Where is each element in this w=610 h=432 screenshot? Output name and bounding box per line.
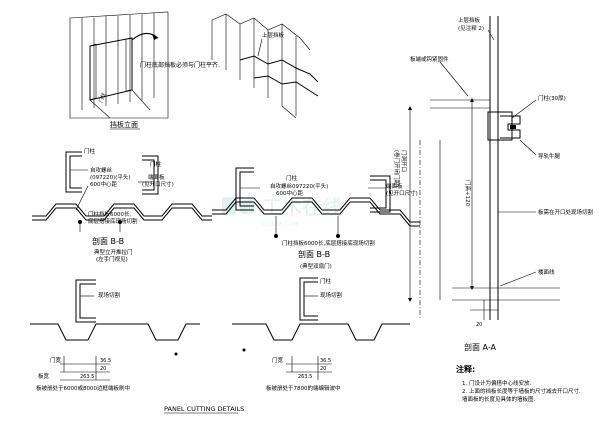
detail-mid-note: 板被册处于7800的端编辑波中: [266, 384, 341, 392]
detail-mid-dim1: 36.5: [320, 358, 331, 364]
aa-dim-opening2: (卷门开闭门距): [393, 150, 401, 187]
isometric-upper-panel-view: [211, 13, 319, 119]
aa-caption: 剖面 A-A: [464, 342, 497, 352]
notes-item-2: 2. 上面的挡板长度等于墙板的尺寸减去开口尺寸.: [462, 387, 581, 395]
bb-mid-caption: 剖面 B-B: [298, 249, 330, 259]
aa-label-guide: 导轨牛腿: [538, 152, 561, 160]
bb-mid-fix: 门柱挡板6000长,底层搭接底现场切割: [282, 239, 375, 247]
bb-mid-plate1: 端面板: [386, 182, 403, 190]
bb-mid-screw1: 自攻螺丝097220(平头): [270, 182, 328, 190]
bb-left-fix2: 底层搭接底现场切割: [88, 217, 138, 225]
detail-mid-gap: 门宽: [272, 356, 284, 364]
detail-mid-post: 门柱: [320, 277, 332, 285]
aa-label-clip: 板端或钩紧固件: [410, 55, 449, 63]
detail-mid-dim3: 263.5: [298, 374, 312, 380]
bb-left-screw1: 自攻螺丝: [90, 166, 113, 174]
bb-left-plate2: (见开口尺寸): [142, 180, 174, 188]
section-b-b-mid: [212, 167, 420, 238]
section-a-a: [408, 16, 560, 320]
isometric-panel-view: [69, 11, 169, 119]
detail-left-gap: 门宽: [50, 356, 62, 364]
detail-cutting-mid: [232, 277, 410, 380]
detail-cutting-left: [30, 279, 200, 381]
detail-left-dim2: 20: [100, 366, 106, 372]
bb-mid-plate2: (见开口尺寸): [386, 189, 418, 197]
iso-mark: 门柱: [97, 92, 107, 104]
bb-left-sub2: (左手门视见): [96, 255, 128, 263]
detail-mid-dim2: 20: [320, 366, 326, 372]
bb-left-caption: 剖面 B-B: [92, 236, 124, 246]
bb-left-post-right: 门柱: [150, 160, 162, 168]
svg-text:工木在线: 工木在线: [262, 195, 342, 219]
notes-item-3: 墙面板的长度见具体的墙板图.: [462, 395, 536, 403]
detail-mid-label: 现场切割: [320, 291, 343, 299]
detail-left-label: 现场切割: [98, 291, 121, 299]
detail-left-dim3: 263.5: [80, 374, 94, 380]
notes-heading: 注释:: [456, 364, 475, 374]
aa-label-floor: 楼面线: [538, 268, 555, 276]
bb-left-plate1: 端面板: [148, 173, 165, 181]
bb-left-screw3: 600中心距: [90, 180, 117, 188]
aa-label-cut: 板需在开口处现场切割: [538, 208, 594, 216]
aa-dim-bottom: 20: [476, 322, 482, 328]
aa-label-top2: (见注释 2): [458, 24, 484, 32]
bb-left-screw2: (097220)(平头): [90, 173, 131, 181]
detail-left-dim1: 36.5: [100, 358, 111, 364]
notes-item-1: 1. 门设计为偏搭中心线安放.: [462, 379, 531, 387]
aa-dim-opening1: 门洞开口: [400, 150, 408, 172]
watermark-logo: 工木在线 CO188.COM: [222, 195, 342, 228]
iso-caption: 挡板立面: [110, 120, 138, 129]
iso-note: 门柱底部挡板必须与门柱平齐.: [140, 61, 220, 69]
bb-left-fix: 门柱挡板6000长,: [88, 210, 131, 218]
aa-dim-height: 门高+120: [464, 180, 472, 207]
detail-left-note: 板被册处于6000或8000边框端板刷中: [36, 384, 130, 392]
bb-mid-screw2: 600中心距: [276, 189, 303, 197]
bb-left-post: 门柱: [84, 147, 96, 155]
drawing-title: PANEL CUTTING DETAILS: [164, 405, 244, 413]
aa-label-top1: 上层挡板: [458, 16, 481, 24]
section-b-b-left: [32, 151, 212, 232]
bb-mid-post: 门柱: [286, 174, 298, 182]
aa-label-post: 门柱(30厚): [538, 94, 566, 102]
detail-left-gap2: 板宽: [38, 372, 50, 380]
bb-left-sub: 典型立开推拉门: [94, 248, 133, 256]
svg-text:CO188.COM: CO188.COM: [262, 221, 298, 228]
bb-mid-sub: (典型双扇门): [300, 262, 332, 270]
iso-mid-label: 上层挡板: [262, 31, 285, 39]
